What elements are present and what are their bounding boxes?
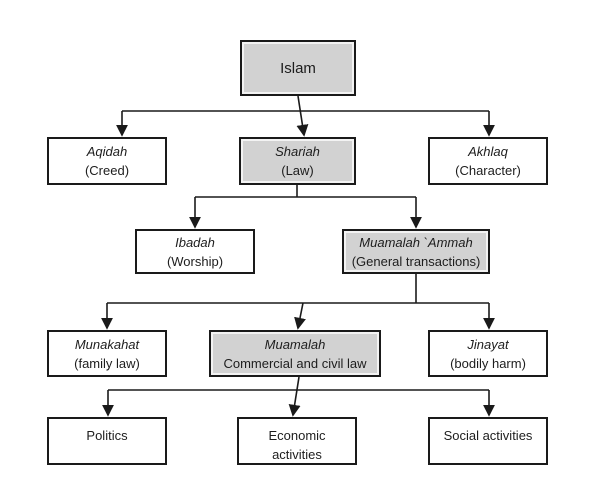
node-aqidah-term: Aqidah: [86, 144, 128, 159]
node-munakahat-term: Munakahat: [74, 336, 140, 352]
node-muamalah-subtitle: Commercial and civil law: [223, 355, 367, 371]
node-politics: Politics: [47, 417, 167, 465]
node-shariah-subtitle: (Law): [281, 163, 314, 178]
edge-islam-shariah: [296, 95, 309, 137]
node-shariah-term: Shariah: [275, 144, 320, 159]
node-islam: Islam: [240, 40, 356, 96]
node-social-activities: Social activities: [428, 417, 548, 465]
node-social-activities-label: Social activities: [443, 428, 533, 443]
node-jinayat-subtitle: (bodily harm): [450, 355, 526, 371]
node-munakahat-subtitle: (family law): [74, 355, 140, 371]
node-aqidah-subtitle: (Creed): [84, 163, 130, 178]
node-muamalah-ammah-term: Muamalah `Ammah: [359, 234, 473, 250]
node-muamalah-ammah-subtitle: (General transactions): [351, 253, 481, 269]
node-muamalah: Muamalah Commercial and civil law: [209, 330, 381, 377]
node-akhlaq: Akhlaq (Character): [428, 137, 548, 185]
node-ibadah: Ibadah (Worship): [135, 229, 255, 274]
node-ibadah-subtitle: (Worship): [166, 253, 224, 269]
node-muamalah-ammah: Muamalah `Ammah (General transactions): [342, 229, 490, 274]
node-munakahat: Munakahat (family law): [47, 330, 167, 377]
node-politics-label: Politics: [86, 428, 128, 443]
edge-ammah-muamalah: [294, 302, 306, 330]
node-akhlaq-subtitle: (Character): [455, 163, 521, 178]
node-economic-activities-label: Economic activities: [268, 428, 326, 462]
node-ibadah-term: Ibadah: [175, 234, 215, 250]
node-jinayat-term: Jinayat: [467, 336, 509, 352]
node-aqidah: Aqidah (Creed): [47, 137, 167, 185]
node-economic-activities: Economic activities: [237, 417, 357, 465]
node-muamalah-term: Muamalah: [264, 336, 326, 352]
node-akhlaq-term: Akhlaq: [468, 144, 508, 159]
node-jinayat: Jinayat (bodily harm): [428, 330, 548, 377]
edge-muamalah-economic: [288, 376, 301, 417]
node-islam-label: Islam: [280, 59, 316, 77]
node-shariah: Shariah (Law): [239, 137, 356, 185]
